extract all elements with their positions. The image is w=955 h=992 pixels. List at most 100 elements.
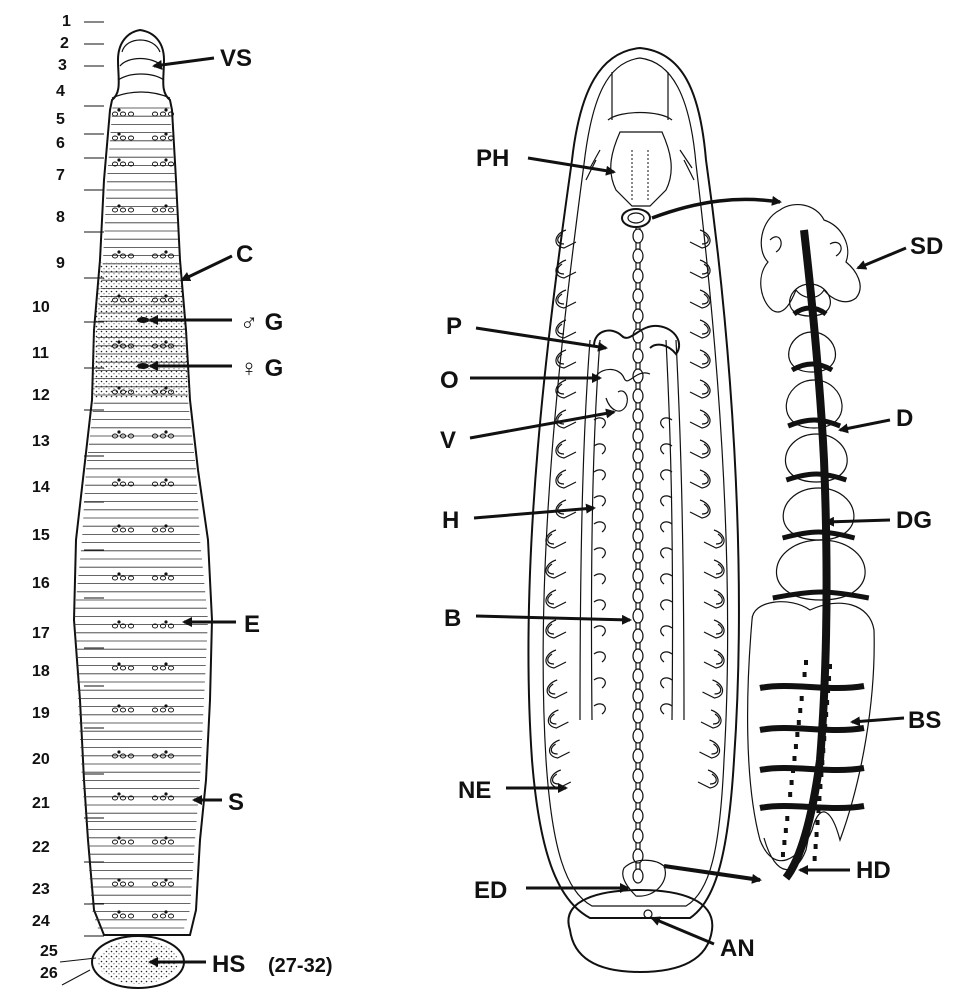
nephridium: [558, 384, 564, 394]
nephridium: [704, 530, 724, 548]
sensilla-dot: [164, 792, 167, 795]
ganglion: [633, 389, 643, 403]
sensilla: [160, 914, 165, 918]
nephridium: [704, 590, 724, 608]
label-p: P: [446, 313, 462, 340]
ganglion: [633, 349, 643, 363]
label-hs: HS: [212, 951, 245, 978]
anus: [644, 910, 652, 918]
sensilla: [120, 840, 125, 844]
arrow-d: [840, 420, 890, 430]
intestine-dot: [814, 844, 818, 849]
sensilla-dot: [164, 386, 167, 389]
nephridium: [716, 534, 722, 544]
nephridium: [551, 744, 557, 754]
nephridium: [551, 770, 571, 788]
segment-number: 24: [32, 913, 50, 930]
intestine-dot: [784, 828, 788, 833]
nephridium: [553, 774, 559, 784]
segment-number: 13: [32, 433, 50, 450]
sensilla-dot: [117, 878, 120, 881]
segment-tick: [60, 958, 96, 962]
leech-external-body: [74, 30, 212, 988]
nephridium: [702, 384, 708, 394]
ganglion: [633, 589, 643, 603]
nephridium: [548, 594, 554, 604]
vessel-loop: [661, 574, 672, 584]
pharynx: [611, 132, 671, 206]
segment-number: 25: [40, 943, 58, 960]
sensilla-dot: [164, 430, 167, 433]
vessel-loop: [661, 522, 672, 532]
lateral-vessel-right: [676, 340, 684, 720]
sensilla: [152, 112, 157, 116]
sensilla-dot: [117, 294, 120, 297]
sensilla: [168, 666, 173, 670]
ganglion: [633, 669, 643, 683]
sensilla: [128, 112, 133, 116]
label-ne: NE: [458, 777, 491, 804]
sensilla: [152, 208, 157, 212]
intestine-dot: [822, 736, 826, 741]
vessel-loop: [661, 678, 672, 688]
nephridium: [710, 774, 716, 784]
sensilla-dot: [164, 250, 167, 253]
nephridium: [716, 564, 722, 574]
label-male-g: ♂ G: [240, 309, 283, 336]
sensilla: [120, 666, 125, 670]
intestine-dot: [797, 720, 801, 725]
male-gonopore: [137, 317, 149, 323]
arrow-p: [476, 328, 606, 348]
intestine-dot: [804, 660, 808, 665]
segment-number: 20: [32, 751, 50, 768]
nephridium: [549, 684, 555, 694]
vessel-loop: [594, 626, 605, 636]
intestine-dot: [790, 780, 794, 785]
sensilla: [112, 528, 117, 532]
label-e: E: [244, 611, 260, 638]
nephridium: [548, 564, 554, 574]
ventral-nerve-cord: [633, 228, 643, 883]
vessel-loop: [661, 652, 672, 662]
arrow-c: [182, 256, 232, 280]
arrow-bs: [852, 718, 904, 722]
sensilla-dot: [117, 340, 120, 343]
vessel-loop: [594, 678, 605, 688]
sensilla: [160, 882, 165, 886]
nephridium: [702, 504, 708, 514]
female-gonopore: [137, 363, 149, 369]
sensilla: [152, 666, 157, 670]
intestine-dot: [825, 700, 829, 705]
segment-number: 5: [56, 111, 65, 128]
ganglion: [633, 469, 643, 483]
nephridium: [546, 530, 566, 548]
sensilla-dot: [164, 572, 167, 575]
sensilla-dot: [164, 158, 167, 161]
nephridium: [702, 444, 708, 454]
nephridium: [556, 350, 576, 368]
sensilla: [160, 112, 165, 116]
label-female-g: ♀ G: [240, 355, 283, 382]
segment-number: 3: [58, 57, 67, 74]
vessel-loop: [661, 704, 672, 714]
sensilla: [160, 136, 165, 140]
vessel-loop: [661, 496, 672, 506]
nephridium: [556, 440, 576, 458]
nephridium: [716, 594, 722, 604]
blind-sac-septum: [760, 728, 864, 730]
sensilla-dot: [117, 108, 120, 111]
sensilla-dot: [117, 792, 120, 795]
sensilla: [112, 708, 117, 712]
digestive-tract: [748, 205, 875, 878]
arrow-dg: [826, 520, 890, 522]
sensilla: [160, 208, 165, 212]
intestine-dot: [819, 772, 823, 777]
nephridium: [690, 500, 710, 518]
nephridium: [702, 324, 708, 334]
ganglion: [633, 429, 643, 443]
vessel-loop: [594, 548, 605, 558]
sensilla-dot: [117, 250, 120, 253]
sensilla: [128, 208, 133, 212]
sensilla: [120, 136, 125, 140]
